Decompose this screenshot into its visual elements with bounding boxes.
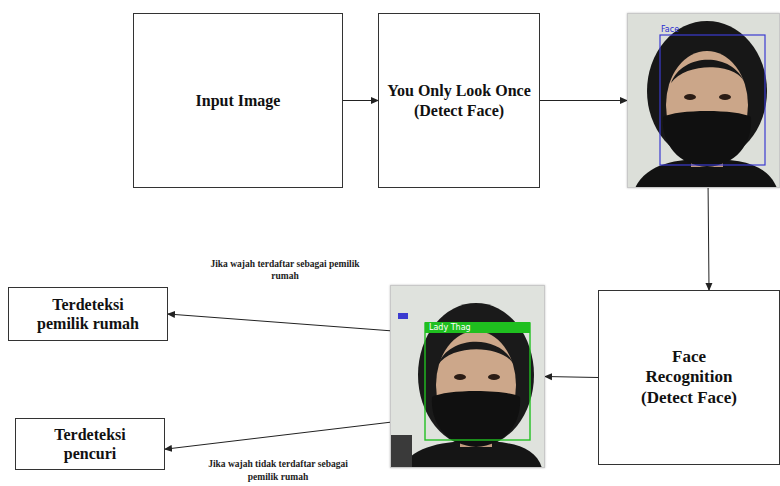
arrow-connector bbox=[165, 422, 390, 449]
bbox-label: Face bbox=[661, 26, 679, 34]
box-text: Terdeteksi pencuri bbox=[30, 425, 150, 463]
edge-label: Jika wajah terdaftar sebagai pemilik rum… bbox=[208, 257, 362, 284]
box-text: Input Image bbox=[196, 91, 281, 110]
arrow-connector bbox=[540, 100, 627, 101]
photo-box: Face bbox=[627, 13, 780, 188]
recognized-face-photo bbox=[390, 285, 545, 468]
arrow-connector bbox=[545, 377, 598, 378]
arrow-connector bbox=[168, 314, 390, 331]
process-box: Face Recognition (Detect Face) bbox=[598, 290, 780, 465]
arrow-connector bbox=[343, 100, 378, 101]
process-box: You Only Look Once (Detect Face) bbox=[378, 13, 540, 188]
photo-box: Lady Thag bbox=[390, 285, 545, 468]
box-text: Terdeteksi pemilik rumah bbox=[28, 295, 148, 333]
box-text: Face Recognition (Detect Face) bbox=[629, 347, 749, 408]
result-box: Terdeteksi pemilik rumah bbox=[8, 287, 168, 341]
arrow-connector bbox=[708, 188, 710, 290]
face-photo bbox=[627, 13, 780, 188]
bbox-label: Lady Thag bbox=[429, 324, 471, 332]
edge-label: Jika wajah tidak terdaftar sebagai pemil… bbox=[191, 457, 365, 484]
result-box: Terdeteksi pencuri bbox=[15, 418, 165, 470]
input-box: Input Image bbox=[133, 13, 343, 188]
box-text: You Only Look Once (Detect Face) bbox=[384, 81, 534, 119]
